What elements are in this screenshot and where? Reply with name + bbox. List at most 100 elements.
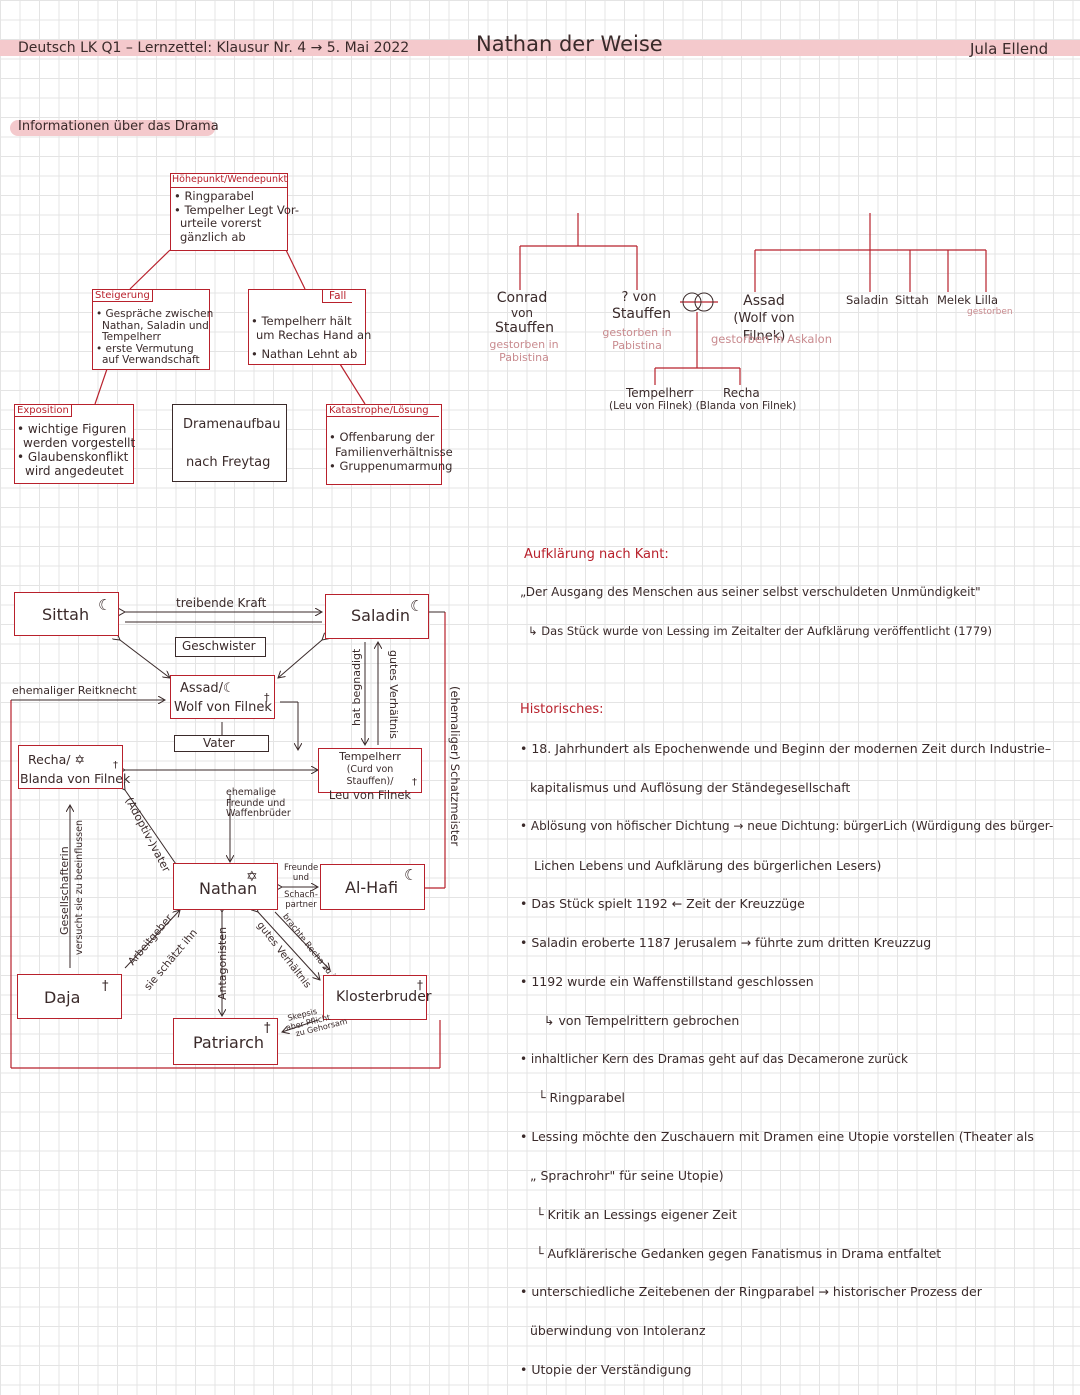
hist-line: überwindung von Intoleranz bbox=[530, 1323, 706, 1338]
node-nathan bbox=[173, 863, 278, 910]
dagger-icon: † bbox=[412, 777, 417, 788]
moon-icon: ☾ bbox=[404, 866, 418, 884]
hist-line: • inhaltlicher Kern des Dramas geht auf … bbox=[520, 1052, 908, 1066]
node-daja bbox=[17, 974, 122, 1019]
family-sittah: Sittah bbox=[895, 293, 929, 307]
hist-line: └ Aufklärerische Gedanken gegen Fanatism… bbox=[536, 1246, 942, 1261]
author-name: Jula Ellend bbox=[970, 40, 1049, 58]
fall-box bbox=[248, 289, 366, 365]
label-antagonisten: Antagonisten bbox=[216, 926, 229, 1000]
steigerung-label: Steigerung bbox=[93, 290, 153, 302]
label-beeinflussen: versucht sie zu beeinflussen bbox=[74, 820, 85, 955]
node-patriarch bbox=[173, 1018, 278, 1065]
node-assad-label: Assad/☾Wolf von Filnek bbox=[174, 681, 272, 715]
node-tempelherr bbox=[318, 748, 422, 793]
freytag-center-title: Dramenaufbau bbox=[183, 417, 281, 432]
label-geschwister: Geschwister bbox=[182, 639, 256, 653]
moon-icon: ☾ bbox=[410, 597, 424, 615]
hist-line: Lichen Lebens und Aufklärung des bürgerl… bbox=[534, 858, 882, 873]
family-melek: Melek bbox=[937, 293, 971, 307]
hist-line: └ Ringparabel bbox=[538, 1090, 626, 1105]
hist-line: • Utopie der Verständigung bbox=[520, 1362, 692, 1377]
hist-line: „ Sprachrohr" für seine Utopie) bbox=[530, 1168, 724, 1183]
hist-line: ↳ von Tempelrittern gebrochen bbox=[544, 1013, 740, 1028]
node-sittah bbox=[14, 592, 119, 636]
dagger-icon: † bbox=[264, 1021, 271, 1036]
hist-line: • 1192 wurde ein Waffenstillstand geschl… bbox=[520, 974, 814, 989]
kant-heading: Aufklärung nach Kant: bbox=[524, 547, 669, 562]
header-highlight bbox=[0, 40, 1080, 56]
node-tempelherr-label: Tempelherr(Curd von Stauffen)/Leu von Fi… bbox=[328, 750, 412, 802]
node-patriarch-label: Patriarch bbox=[193, 1033, 264, 1052]
star-of-david-icon: ✡ bbox=[246, 869, 258, 885]
node-recha-label: Recha/ ✡Blanda von Filnek bbox=[20, 752, 131, 786]
node-nathan-label: Nathan bbox=[199, 879, 258, 898]
moon-icon: ☾ bbox=[98, 596, 112, 614]
label-vater-box bbox=[174, 735, 269, 752]
family-lilla: Lilla bbox=[975, 293, 999, 307]
freytag-center-box bbox=[172, 404, 287, 482]
hist-line: • Das Stück spielt 1192 ← Zeit der Kreuz… bbox=[520, 896, 805, 911]
dagger-icon: † bbox=[264, 691, 270, 704]
label-geschwister-box bbox=[175, 637, 266, 657]
exposition-label: Exposition bbox=[15, 405, 72, 417]
node-daja-label: Daja bbox=[44, 988, 81, 1007]
node-alhafi bbox=[320, 864, 425, 910]
dagger-icon: † bbox=[417, 978, 423, 992]
section-highlight bbox=[10, 120, 215, 136]
hoehepunkt-label: Höhepunkt/Wendepunkt bbox=[172, 174, 288, 185]
page-title: Nathan der Weise bbox=[476, 32, 663, 56]
dagger-icon: † bbox=[113, 760, 118, 771]
node-recha bbox=[18, 745, 123, 789]
header-course: Deutsch LK Q1 – Lernzettel: Klausur Nr. … bbox=[18, 40, 410, 56]
label-begnadigt: hat begnadigt bbox=[350, 648, 363, 726]
label-gutes-verhaeltnis: gutes Verhältnis bbox=[387, 650, 400, 739]
label-treibende-kraft: treibende Kraft bbox=[176, 596, 267, 610]
node-alhafi-label: Al-Hafi bbox=[345, 878, 399, 897]
node-saladin bbox=[325, 594, 429, 639]
node-assad bbox=[170, 675, 275, 719]
exposition-box bbox=[14, 404, 134, 484]
hist-line: • Ablösung von höfischer Dichtung → neue… bbox=[520, 819, 1054, 833]
label-schatzmeister: (ehemaliger) Schatzmeister bbox=[448, 686, 462, 847]
historisches-heading: Historisches: bbox=[520, 702, 604, 717]
label-gesellschafterin: Gesellschafterin bbox=[58, 846, 71, 935]
kant-quote: „Der Ausgang des Menschen aus seiner sel… bbox=[520, 585, 981, 599]
steigerung-box bbox=[92, 289, 210, 370]
hist-line: • 18. Jahrhundert als Epochenwende und B… bbox=[520, 741, 1052, 756]
hist-line: kapitalismus und Auflösung der Ständeges… bbox=[530, 780, 851, 795]
label-vater: Vater bbox=[203, 736, 235, 750]
hist-line: • Lessing möchte den Zuschauern mit Dram… bbox=[520, 1129, 1034, 1144]
katastrophe-label: Katastrophe/Lösung bbox=[327, 405, 439, 417]
fall-label: Fall bbox=[322, 290, 353, 303]
section-heading-drama: Informationen über das Drama bbox=[18, 119, 219, 134]
family-saladin: Saladin bbox=[846, 293, 889, 307]
family-assad-note: gestorben in Askalon bbox=[711, 332, 832, 346]
hist-line: • unterschiedliche Zeitebenen der Ringpa… bbox=[520, 1284, 982, 1299]
hist-line: • Saladin eroberte 1187 Jerusalem → führ… bbox=[520, 935, 932, 950]
hoehepunkt-box bbox=[170, 173, 288, 251]
dagger-icon: † bbox=[102, 979, 109, 994]
family-tempelherr: Tempelherr bbox=[626, 386, 694, 400]
label-reitknecht: ehemaliger Reitknecht bbox=[12, 684, 137, 697]
family-children-sub: (Leu von Filnek) (Blanda von Filnek) bbox=[609, 400, 797, 412]
family-recha: Recha bbox=[723, 386, 760, 400]
node-sittah-label: Sittah bbox=[42, 605, 90, 624]
kant-note: ↳ Das Stück wurde von Lessing im Zeitalt… bbox=[528, 624, 992, 638]
node-klosterbruder-label: Klosterbruder bbox=[336, 989, 432, 1005]
family-assad: Assad(Wolf von Filnek) bbox=[733, 293, 795, 344]
hist-line: └ Kritik an Lessings eigener Zeit bbox=[536, 1207, 737, 1222]
hoehepunkt-text: • Ringparabel• Tempelher Legt Vor-urteil… bbox=[174, 189, 300, 244]
hoehepunkt-divider bbox=[170, 187, 288, 188]
